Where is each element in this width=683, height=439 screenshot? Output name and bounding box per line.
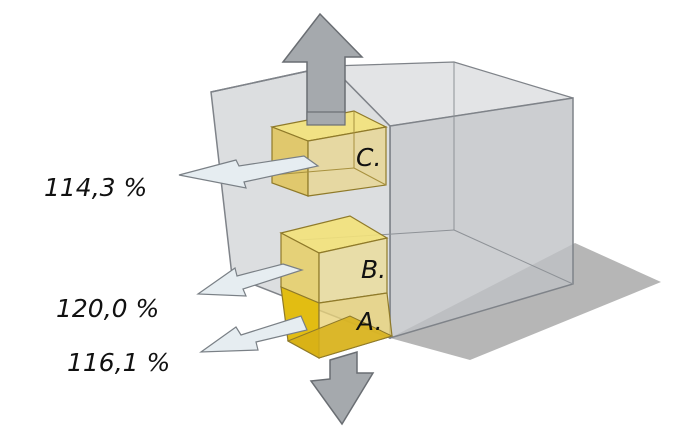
box-c-percentage: 114,3 % xyxy=(44,173,147,202)
box-c-label: C. xyxy=(356,143,381,172)
leader-arrow-icon xyxy=(196,263,304,297)
box-a xyxy=(280,286,394,360)
box-a-label: A. xyxy=(355,307,383,336)
leader-arrow-icon xyxy=(199,315,308,353)
box-c-inner-edge xyxy=(271,167,355,176)
box-c-inner-edge xyxy=(353,167,387,186)
arrow-up-icon xyxy=(281,12,364,123)
box-b-percentage: 120,0 % xyxy=(56,294,159,323)
box-b-label: B. xyxy=(361,255,386,284)
container-inner-edge xyxy=(453,229,574,285)
arrow-up-shaft xyxy=(306,111,346,126)
box-a-percentage: 116,1 % xyxy=(67,348,170,377)
box-a-floor xyxy=(286,315,394,359)
arrow-down-icon xyxy=(309,350,375,426)
ground-shadow xyxy=(390,243,661,360)
box-c xyxy=(269,110,388,197)
leader-arrow-icon xyxy=(178,155,320,189)
container-box xyxy=(210,61,574,340)
box-b xyxy=(279,215,389,304)
